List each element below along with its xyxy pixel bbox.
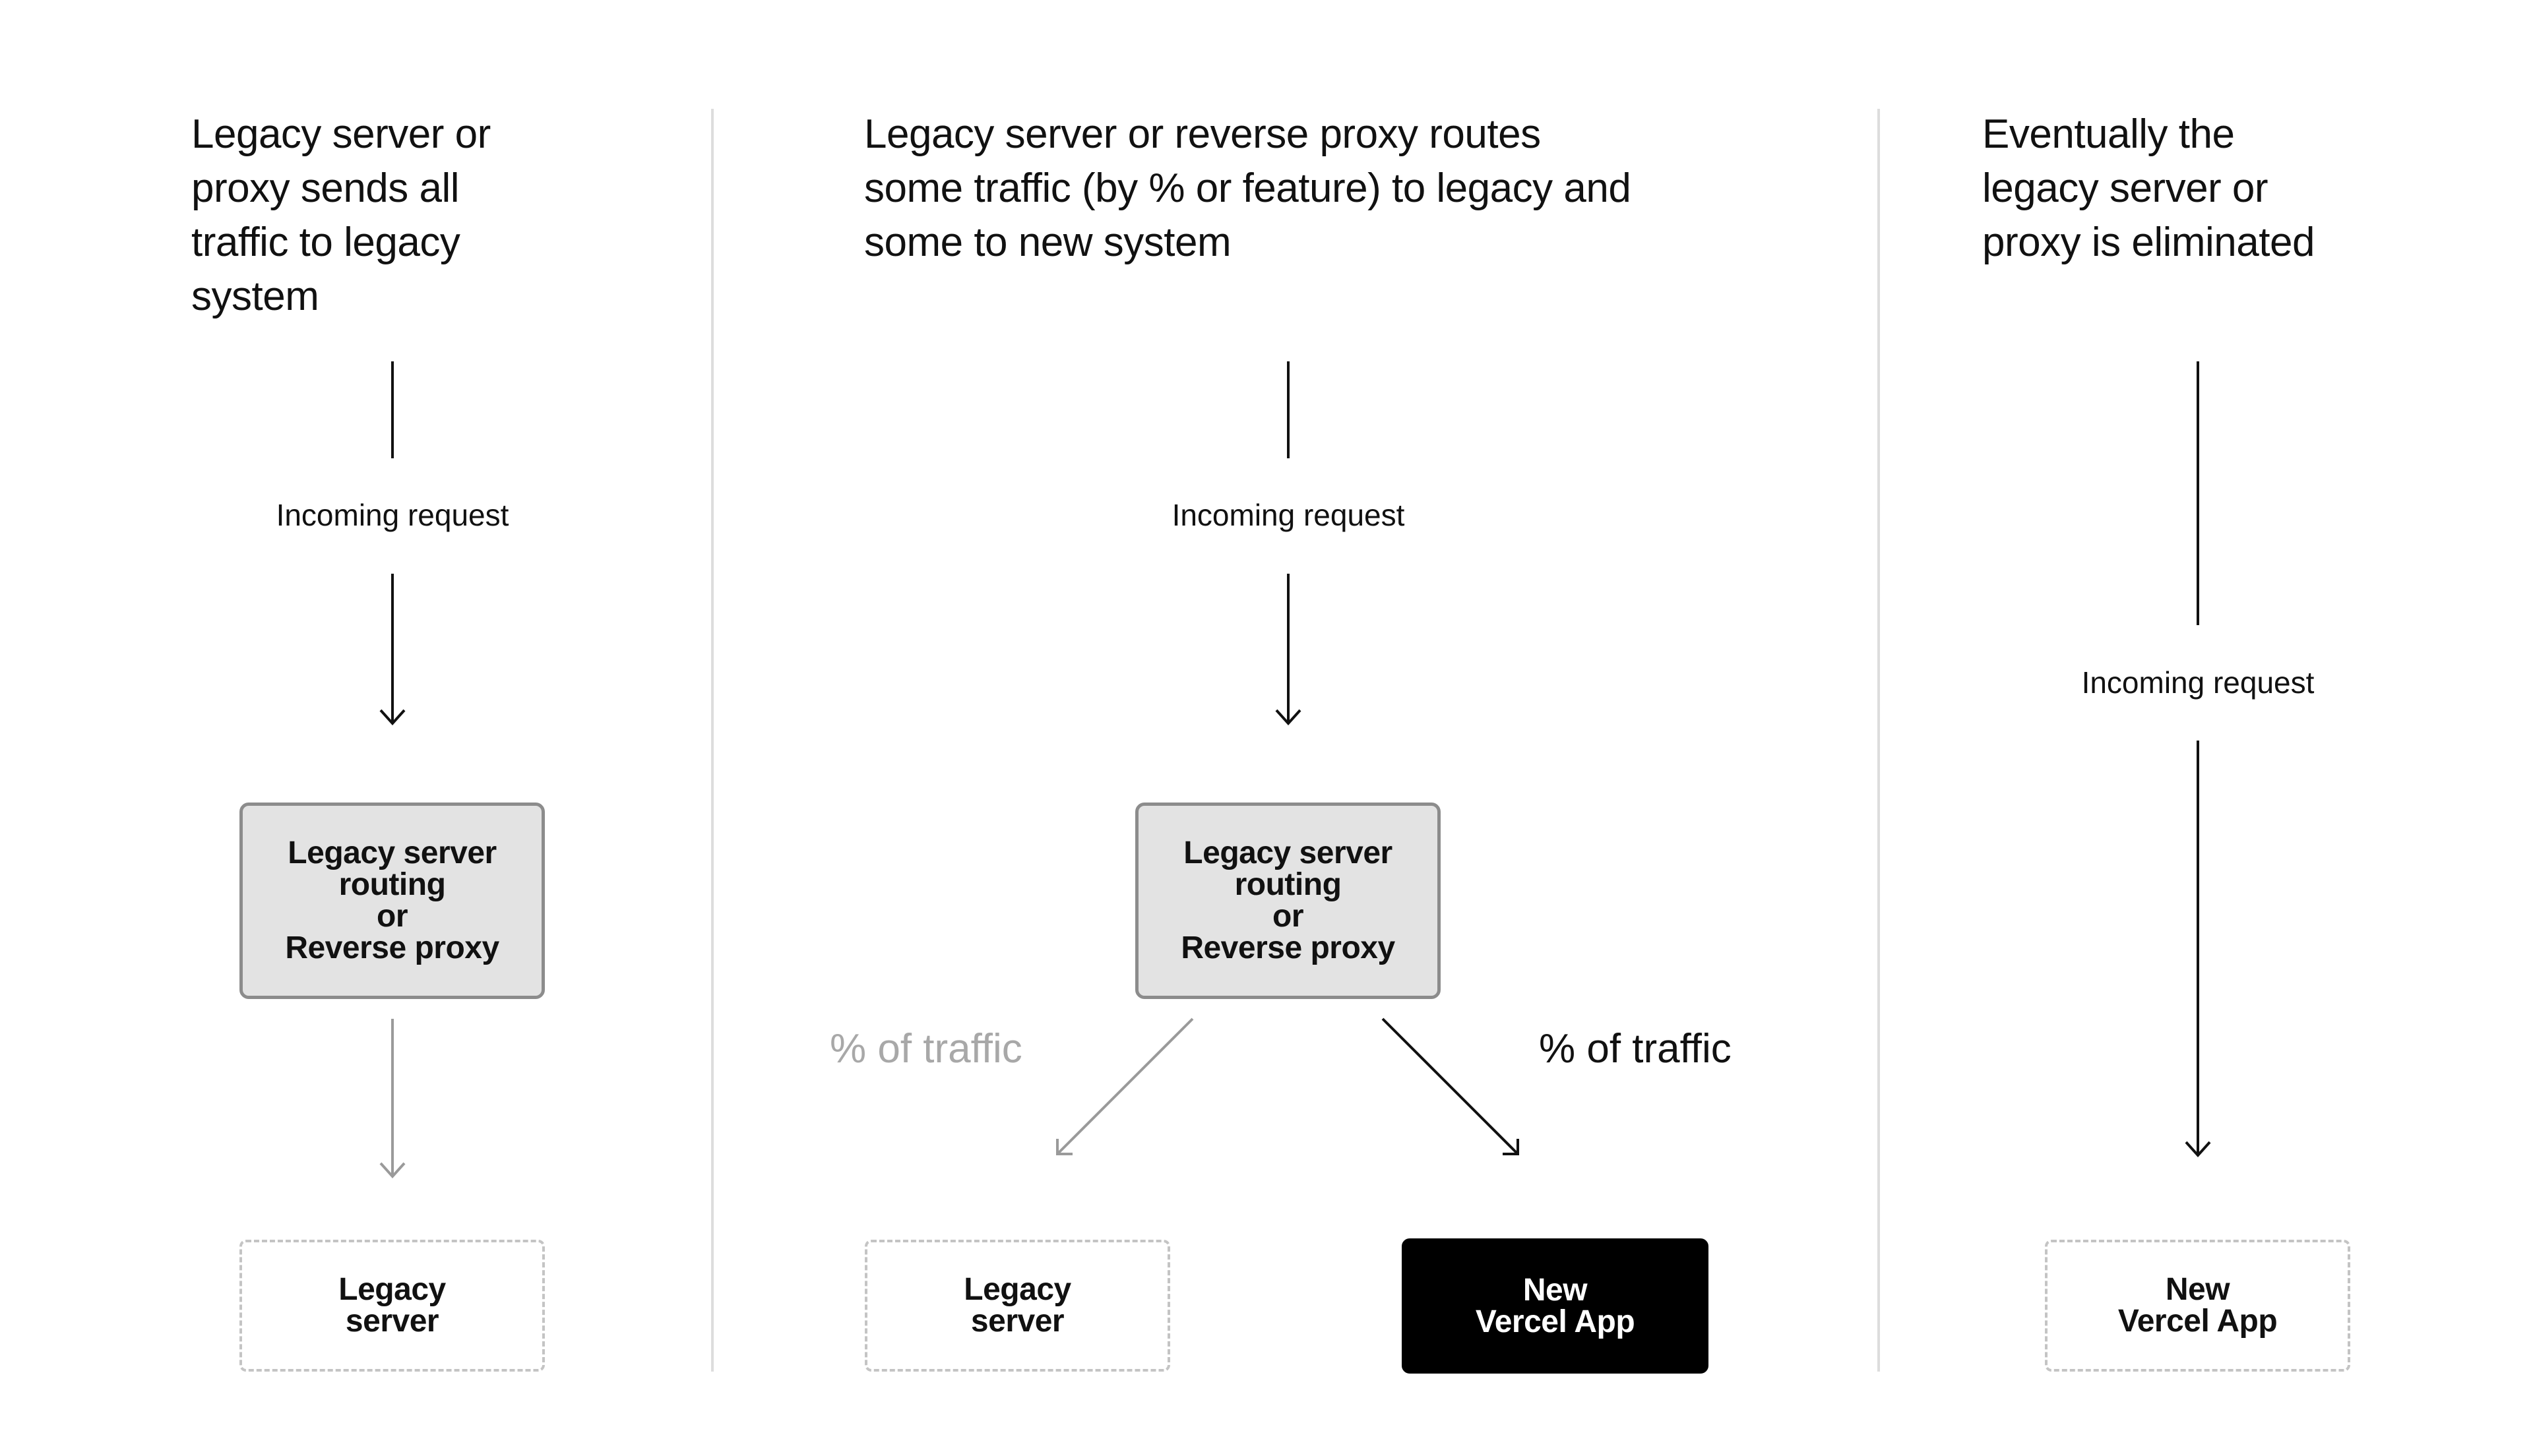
col2-incoming-request-label: Incoming request bbox=[1172, 498, 1405, 532]
col2-traffic-label-legacy: % of traffic bbox=[830, 1026, 1022, 1072]
col3-incoming-arrow bbox=[2185, 741, 2211, 1157]
col3-incoming-request-label: Incoming request bbox=[2081, 665, 2315, 700]
col2-traffic-label-new: % of traffic bbox=[1539, 1026, 1732, 1072]
col2-router-box: Legacy server routing or Reverse proxy bbox=[1135, 803, 1441, 999]
col1-legacy-arrow bbox=[379, 1019, 406, 1178]
col2-new-app-arrow bbox=[1381, 1017, 1519, 1155]
col2-legacy-arrow bbox=[1056, 1017, 1194, 1155]
col1-incoming-arrow bbox=[379, 574, 406, 725]
col1-heading: Legacy server or proxy sends all traffic… bbox=[191, 111, 491, 319]
col1-incoming-request-label: Incoming request bbox=[276, 498, 509, 532]
col2-new-vercel-app-box: New Vercel App bbox=[1402, 1238, 1708, 1374]
col2-legacy-server-box: Legacy server bbox=[865, 1240, 1170, 1372]
col2-heading: Legacy server or reverse proxy routes so… bbox=[864, 111, 1631, 265]
col1-legacy-server-box: Legacy server bbox=[239, 1240, 545, 1372]
col3-new-vercel-app-box: New Vercel App bbox=[2045, 1240, 2350, 1372]
col1-router-box: Legacy server routing or Reverse proxy bbox=[239, 803, 545, 999]
col3-heading: Eventually the legacy server or proxy is… bbox=[1982, 111, 2315, 265]
col2-incoming-arrow bbox=[1275, 574, 1301, 725]
